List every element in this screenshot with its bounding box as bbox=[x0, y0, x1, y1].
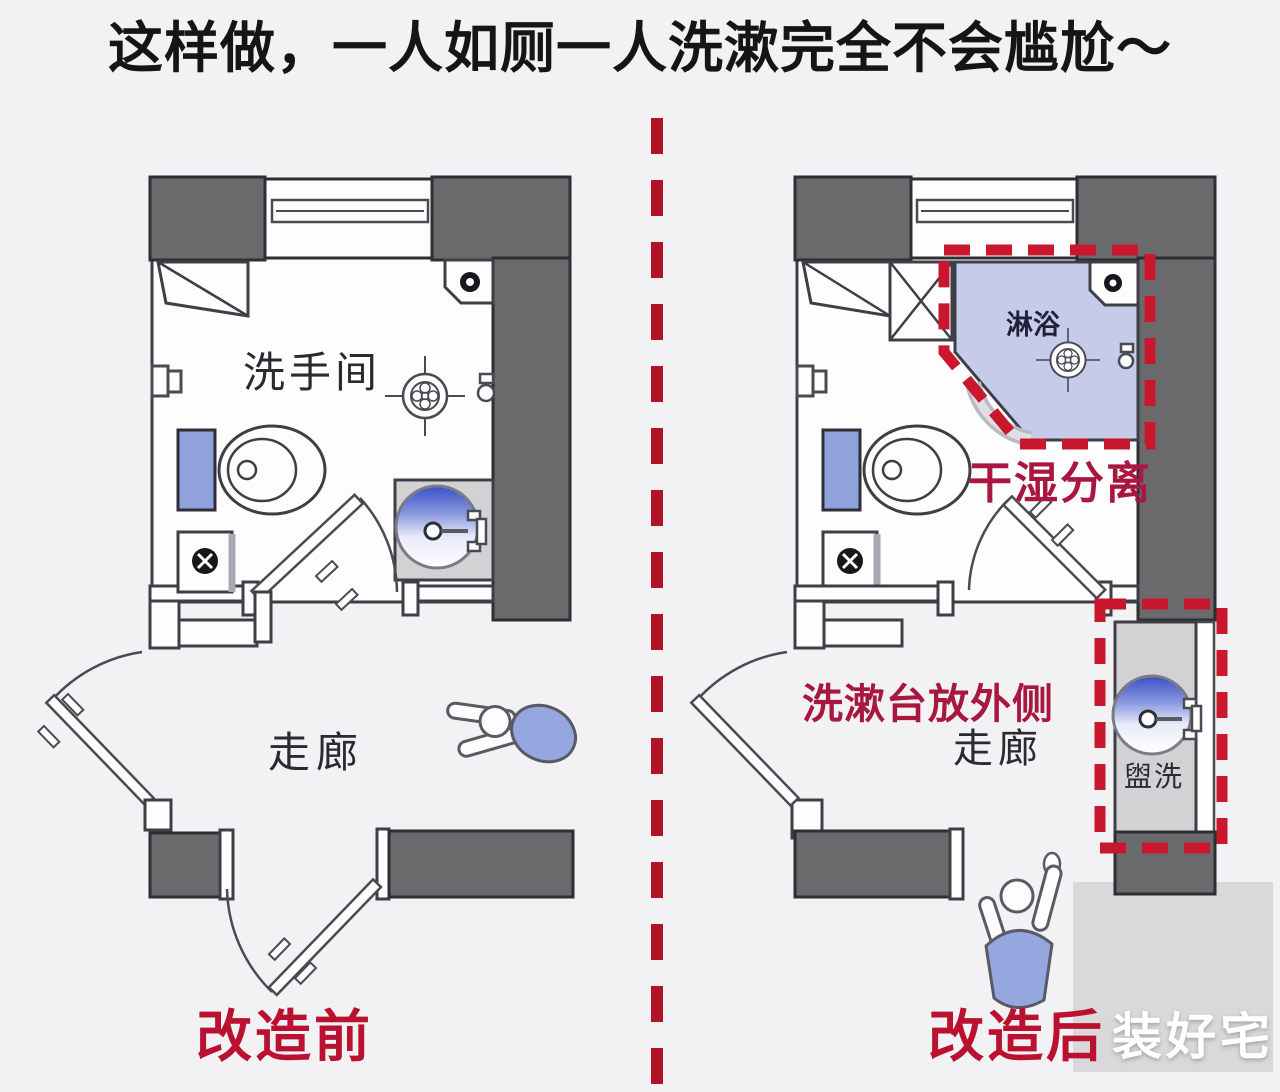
caption-after: 改造后 bbox=[928, 1005, 1105, 1068]
label-corridor-after: 走廊 bbox=[953, 726, 1043, 771]
toilet-icon bbox=[821, 424, 972, 516]
shower-head-icon bbox=[476, 372, 496, 403]
label-basin: 盥洗 bbox=[1124, 762, 1185, 793]
paper-holder-icon bbox=[795, 364, 828, 398]
shower-highlight-dashed-box bbox=[938, 244, 1156, 450]
corner-cabinet-icon bbox=[801, 260, 892, 318]
person-icon bbox=[978, 851, 1063, 1009]
note-washstand-outside: 洗漱台放外侧 bbox=[802, 681, 1054, 727]
label-washroom: 洗手间 bbox=[243, 351, 382, 397]
watermark: 装好宅 bbox=[1112, 1009, 1274, 1065]
corridor-left-door-icon bbox=[689, 650, 801, 808]
drain-alcove-icon bbox=[821, 530, 881, 594]
sink-icon bbox=[393, 478, 495, 582]
floor-plan-after bbox=[689, 175, 1273, 1072]
label-corridor-before: 走廊 bbox=[268, 731, 365, 777]
corridor-left-door-icon bbox=[36, 650, 173, 832]
corner-shelf-icon bbox=[443, 258, 495, 305]
shower-head-icon bbox=[1117, 342, 1135, 370]
floor-plan-before bbox=[36, 175, 577, 997]
drain-alcove-icon bbox=[176, 530, 236, 594]
corridor-walls bbox=[148, 590, 575, 901]
corridor-bottom-door-icon bbox=[225, 877, 383, 997]
paper-holder-icon bbox=[150, 364, 183, 398]
caption-before: 改造前 bbox=[196, 1005, 373, 1068]
divider-dashed-line bbox=[651, 118, 663, 1092]
shower-area bbox=[953, 260, 1140, 447]
window-icon bbox=[263, 177, 434, 260]
wall-segments bbox=[148, 175, 572, 622]
toilet-icon bbox=[176, 424, 327, 516]
corner-cabinet-icon bbox=[156, 260, 250, 318]
bathroom-door-icon bbox=[967, 494, 1108, 601]
washstand-highlight-dashed-box bbox=[1094, 598, 1228, 854]
corner-floor-panel bbox=[1073, 882, 1273, 1072]
page-title: 这样做，一人如厕一人洗漱完全不会尴尬～ bbox=[107, 17, 1172, 79]
person-icon bbox=[446, 701, 577, 764]
external-washstand bbox=[1111, 620, 1217, 896]
corridor-walls bbox=[790, 599, 965, 901]
label-shower: 淋浴 bbox=[1006, 310, 1060, 340]
note-dry-wet-separation: 干湿分离 bbox=[968, 459, 1152, 508]
faucet-icon bbox=[1182, 697, 1203, 741]
